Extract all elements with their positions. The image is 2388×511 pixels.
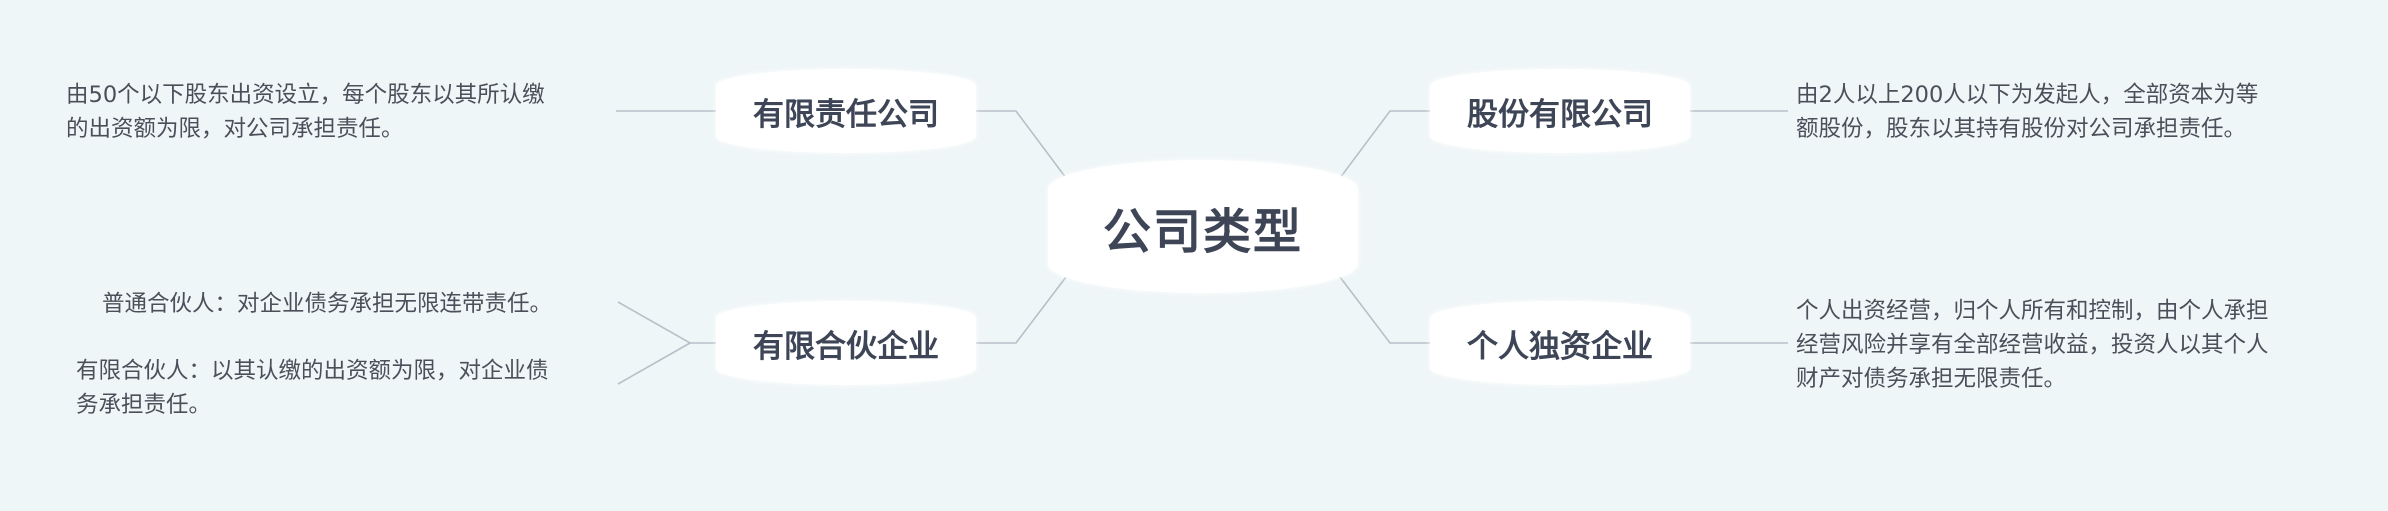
note-sole-line-1: 个人出资经营，归个人所有和控制，由个人承担 — [1796, 298, 2269, 324]
note-jsc[interactable]: 由2人以上200人以下为发起人，全部资本为等 额股份，股东以其持有股份对公司承担… — [1796, 78, 2258, 146]
connector-lp-notes-2 — [617, 342, 691, 385]
note-llc[interactable]: 由50个以下股东出资设立，每个股东以其所认缴 的出资额为限，对公司承担责任。 — [66, 78, 545, 146]
note-limited-partner[interactable]: 有限合伙人：以其认缴的出资额为限，对企业债 务承担责任。 — [76, 354, 549, 422]
note-sole-line-3: 财产对债务承担无限责任。 — [1796, 366, 2067, 392]
note-sole[interactable]: 个人出资经营，归个人所有和控制，由个人承担 经营风险并享有全部经营收益，投资人以… — [1796, 294, 2269, 396]
topic-llc-label: 有限责任公司 — [753, 96, 939, 133]
note-llc-line-2: 的出资额为限，对公司承担责任。 — [66, 116, 404, 142]
root-label: 公司类型 — [1102, 203, 1303, 260]
connector-root-jsc — [1339, 110, 1430, 179]
topic-lp[interactable]: 有限合伙企业 — [716, 301, 976, 385]
topic-sole-label: 个人独资企业 — [1467, 328, 1653, 365]
topic-jsc-label: 股份有限公司 — [1467, 96, 1653, 133]
topic-lp-label: 有限合伙企业 — [753, 328, 939, 365]
topic-llc[interactable]: 有限责任公司 — [716, 69, 976, 153]
note-jsc-line-1: 由2人以上200人以下为发起人，全部资本为等 — [1796, 82, 2259, 108]
note-limited-partner-line-2: 务承担责任。 — [76, 392, 212, 418]
note-llc-line-1: 由50个以下股东出资设立，每个股东以其所认缴 — [66, 82, 545, 108]
note-sole-line-2: 经营风险并享有全部经营收益，投资人以其个人 — [1796, 332, 2269, 358]
connector-root-sole — [1339, 276, 1430, 344]
topic-sole[interactable]: 个人独资企业 — [1430, 301, 1690, 385]
note-limited-partner-line-1: 有限合伙人：以其认缴的出资额为限，对企业债 — [76, 358, 549, 384]
note-jsc-line-2: 额股份，股东以其持有股份对公司承担责任。 — [1796, 116, 2247, 142]
connector-root-llc — [976, 110, 1067, 179]
note-general-partner[interactable]: 普通合伙人：对企业债务承担无限连带责任。 — [102, 287, 552, 321]
topic-jsc[interactable]: 股份有限公司 — [1430, 69, 1690, 153]
connector-root-lp — [976, 276, 1067, 344]
root-node[interactable]: 公司类型 — [1048, 160, 1358, 293]
note-general-partner-line-1: 普通合伙人：对企业债务承担无限连带责任。 — [102, 291, 553, 317]
connector-lp-notes — [617, 301, 716, 344]
